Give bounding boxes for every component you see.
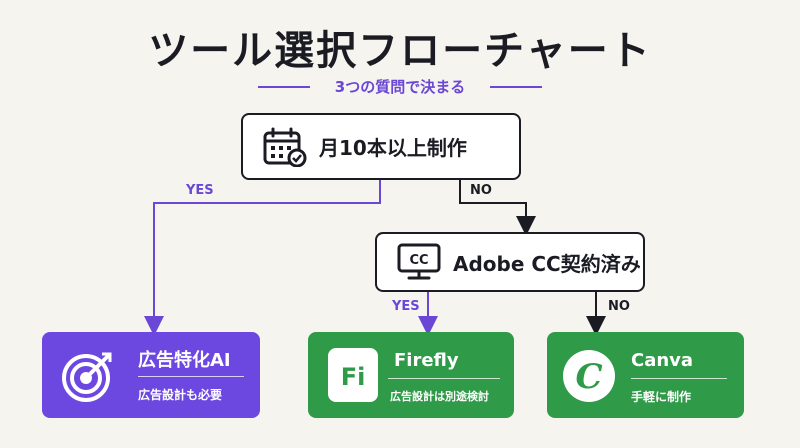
q1-yes-label: YES bbox=[186, 183, 214, 198]
question-1-text: 月10本以上制作 bbox=[319, 136, 467, 160]
result-canva-divider bbox=[631, 378, 727, 379]
q1-no-label: NO bbox=[470, 183, 492, 198]
connector-q1-no bbox=[459, 180, 536, 236]
svg-text:C: C bbox=[575, 357, 602, 397]
result-card-ad-ai: 広告特化AI 広告設計も必要 bbox=[42, 332, 260, 418]
result-firefly-divider bbox=[388, 378, 500, 379]
q2-no-label: NO bbox=[608, 299, 630, 314]
result-firefly-desc: 広告設計は別途検討 bbox=[390, 390, 489, 403]
question-2-box: CC Adobe CC契約済み bbox=[375, 232, 645, 292]
result-card-canva: C Canva 手軽に制作 bbox=[547, 332, 744, 418]
result-ad-ai-name: 広告特化AI bbox=[138, 350, 231, 371]
result-canva-name: Canva bbox=[631, 350, 694, 371]
canva-logo-icon: C bbox=[561, 348, 617, 408]
result-ad-ai-desc: 広告設計も必要 bbox=[138, 388, 223, 402]
result-card-firefly: Fi Firefly 広告設計は別途検討 bbox=[308, 332, 514, 418]
subtitle-left-line bbox=[258, 86, 310, 88]
result-ad-ai-divider bbox=[138, 376, 244, 377]
q2-yes-label: YES bbox=[392, 299, 420, 314]
firefly-logo-icon: Fi bbox=[326, 346, 380, 408]
result-firefly-name: Firefly bbox=[394, 350, 459, 371]
calendar-check-icon bbox=[263, 127, 307, 167]
page-subtitle: 3つの質問で決まる bbox=[334, 78, 466, 96]
monitor-cc-icon: CC bbox=[397, 243, 441, 281]
result-canva-desc: 手軽に制作 bbox=[631, 390, 692, 404]
question-1-box: 月10本以上制作 bbox=[241, 113, 521, 180]
target-arrow-icon bbox=[60, 348, 118, 410]
question-2-text: Adobe CC契約済み bbox=[453, 251, 641, 276]
subtitle-right-line bbox=[490, 86, 542, 88]
connector-q1-yes bbox=[144, 180, 381, 336]
svg-text:CC: CC bbox=[409, 253, 428, 268]
page-title: ツール選択フローチャート bbox=[148, 28, 652, 74]
svg-text:Fi: Fi bbox=[341, 363, 366, 391]
